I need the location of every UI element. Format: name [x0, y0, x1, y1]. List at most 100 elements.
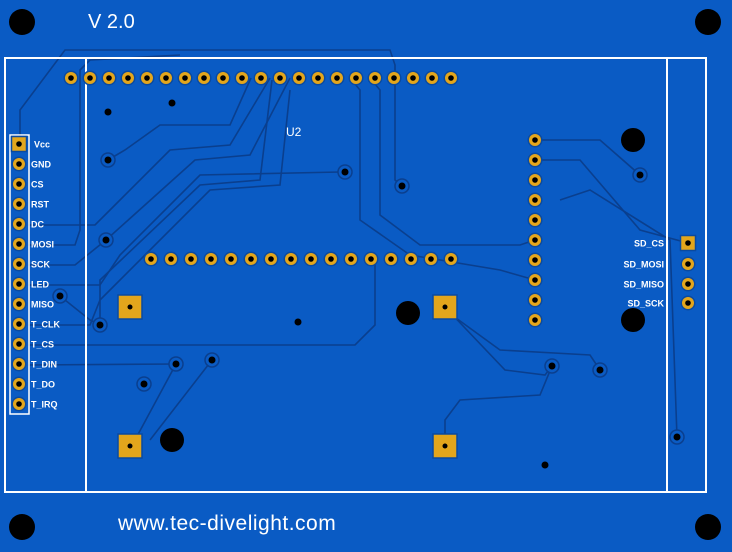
pin-label: T_DO [31, 380, 55, 390]
via [544, 358, 560, 374]
header-pad [101, 70, 117, 86]
square-pad [117, 294, 143, 320]
header-pad [527, 312, 543, 328]
header-pad [120, 70, 136, 86]
via [204, 352, 220, 368]
pin-label: T_CS [31, 340, 54, 350]
header-pad [367, 70, 383, 86]
header-pad [253, 70, 269, 86]
left-header-pad [11, 336, 27, 352]
mounting-hole [160, 428, 184, 452]
pin-label: T_IRQ [31, 400, 58, 410]
sd-header-pad [679, 234, 697, 252]
left-header-pad [11, 396, 27, 412]
pin-label: MISO [31, 300, 54, 310]
pin-label: SCK [31, 260, 51, 270]
header-pad [323, 251, 339, 267]
silkscreen-outlines [4, 57, 707, 493]
header-pad [383, 251, 399, 267]
header-pad [139, 70, 155, 86]
header-pad [158, 70, 174, 86]
header-pad [443, 70, 459, 86]
header-pad [527, 152, 543, 168]
sd-pin-label: SD_MISO [623, 280, 664, 290]
mounting-hole [621, 308, 645, 332]
header-pad [303, 251, 319, 267]
header-pad [527, 272, 543, 288]
via [104, 108, 112, 116]
pin-label: LED [31, 280, 50, 290]
pads [10, 70, 697, 459]
left-header-pad [11, 296, 27, 312]
via [136, 376, 152, 392]
sd-header-pad [680, 276, 696, 292]
left-header-pad [11, 236, 27, 252]
left-header-pad [11, 376, 27, 392]
header-pad [63, 70, 79, 86]
header-pad [143, 251, 159, 267]
pin-label: T_CLK [31, 320, 61, 330]
via [632, 167, 648, 183]
header-pad [196, 70, 212, 86]
via [337, 164, 353, 180]
mounting-hole [695, 9, 721, 35]
header-pad [343, 251, 359, 267]
square-pad [117, 433, 143, 459]
pin-label: MOSI [31, 240, 54, 250]
header-pad [348, 70, 364, 86]
pin-label: CS [31, 180, 44, 190]
via [294, 318, 302, 326]
header-pad [215, 70, 231, 86]
header-pad [527, 212, 543, 228]
left-header-labels: VccGNDCSRSTDCMOSISCKLEDMISOT_CLKT_CST_DI… [31, 140, 61, 410]
website-label: www.tec-divelight.com [117, 512, 336, 535]
sd-header-pad [680, 256, 696, 272]
header-pad [82, 70, 98, 86]
header-pad [443, 251, 459, 267]
header-pad [310, 70, 326, 86]
version-label: V 2.0 [88, 11, 135, 33]
square-pad [432, 294, 458, 320]
copper-traces [19, 49, 689, 446]
pin-label: RST [31, 200, 50, 210]
sd-pin-label: SD_MOSI [623, 260, 664, 270]
via [168, 99, 176, 107]
header-pad [403, 251, 419, 267]
left-header-pad [11, 216, 27, 232]
mounting-hole [9, 9, 35, 35]
header-pad [527, 292, 543, 308]
via [52, 288, 68, 304]
left-header-pad [10, 135, 28, 153]
via [168, 356, 184, 372]
header-pad [527, 192, 543, 208]
vias [52, 99, 685, 469]
header-pad [527, 132, 543, 148]
header-pad [423, 251, 439, 267]
mounting-hole [9, 514, 35, 540]
header-pad [183, 251, 199, 267]
header-pad [163, 251, 179, 267]
left-header-pad [11, 316, 27, 332]
via [592, 362, 608, 378]
mounting-hole [621, 128, 645, 152]
header-pad [405, 70, 421, 86]
component-ref-u2: U2 [286, 125, 302, 139]
pin-label: DC [31, 220, 44, 230]
header-pad [263, 251, 279, 267]
mounting-hole [695, 514, 721, 540]
mounting-hole [396, 301, 420, 325]
via [92, 317, 108, 333]
left-header-pad [11, 156, 27, 172]
header-pad [424, 70, 440, 86]
header-pad [527, 252, 543, 268]
via [669, 429, 685, 445]
header-pad [527, 232, 543, 248]
pin-label: GND [31, 160, 52, 170]
header-pad [272, 70, 288, 86]
left-header-pad [11, 196, 27, 212]
mounting-holes [9, 9, 721, 540]
left-header-pad [11, 356, 27, 372]
via [394, 178, 410, 194]
